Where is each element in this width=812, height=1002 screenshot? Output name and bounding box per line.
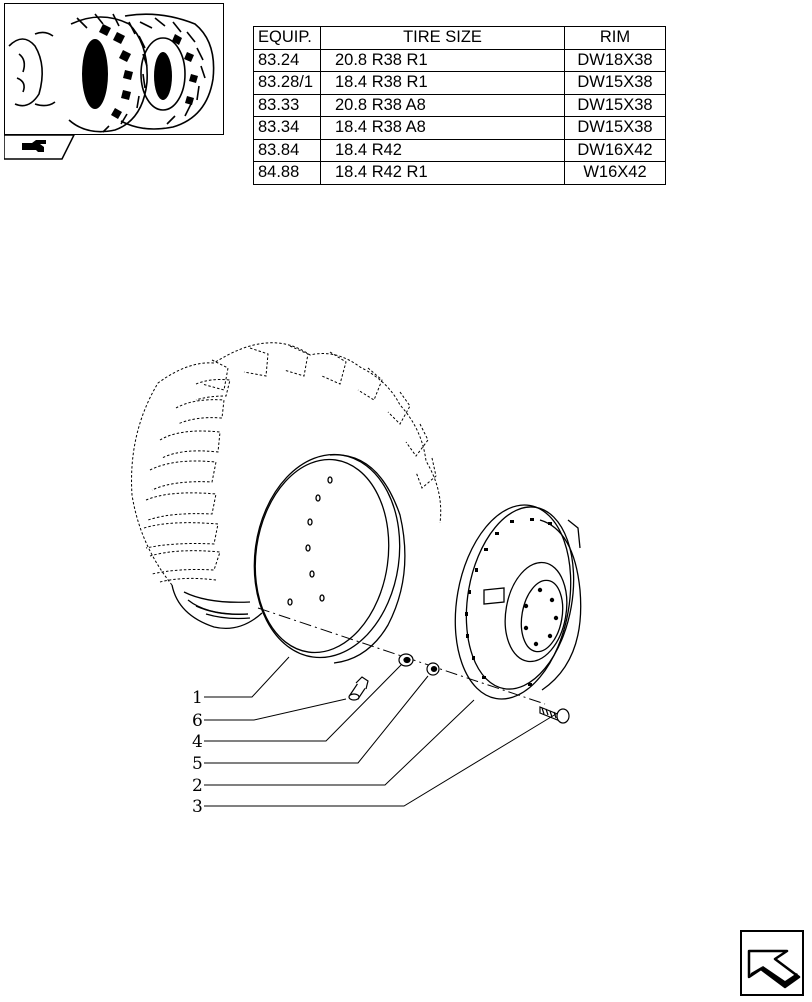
table-row: 84.88 18.4 R42 R1 W16X42 bbox=[253, 161, 666, 185]
view-tab[interactable] bbox=[3, 134, 76, 160]
wheel-disc bbox=[454, 504, 582, 700]
callout-5: 5 bbox=[192, 754, 203, 774]
cell-tire-size: 18.4 R38 A8 bbox=[320, 116, 565, 140]
cell-tire-size: 18.4 R42 R1 bbox=[320, 161, 565, 185]
tire-outline bbox=[131, 342, 442, 586]
table-row: 83.24 20.8 R38 R1 DW18X38 bbox=[253, 48, 666, 72]
assembly-axis-line bbox=[257, 607, 546, 705]
table-header-row: EQUIP. TIRE SIZE RIM bbox=[253, 26, 666, 50]
cell-equip: 83.84 bbox=[253, 138, 321, 162]
callout-6: 6 bbox=[192, 711, 203, 731]
cell-rim: DW15X38 bbox=[564, 71, 666, 95]
callout-leaders bbox=[204, 656, 557, 807]
cell-rim: DW18X38 bbox=[564, 48, 666, 72]
cell-equip: 83.33 bbox=[253, 93, 321, 117]
tire-thumbnail bbox=[4, 3, 224, 135]
cell-equip: 83.28/1 bbox=[253, 71, 321, 95]
cell-equip: 84.88 bbox=[253, 161, 321, 185]
callout-3: 3 bbox=[192, 797, 203, 817]
washer-4 bbox=[398, 653, 414, 667]
hand-pointer-icon bbox=[3, 134, 76, 160]
next-page-button[interactable] bbox=[739, 929, 805, 997]
next-page-arrow-icon bbox=[740, 930, 804, 996]
callout-2: 2 bbox=[192, 776, 203, 796]
callout-4: 4 bbox=[192, 732, 203, 752]
rim bbox=[171, 453, 406, 664]
header-equip: EQUIP. bbox=[253, 26, 321, 50]
table-row: 83.34 18.4 R38 A8 DW15X38 bbox=[253, 116, 666, 140]
cell-rim: DW15X38 bbox=[564, 116, 666, 140]
callout-1: 1 bbox=[192, 688, 203, 708]
cell-tire-size: 20.8 R38 R1 bbox=[320, 48, 565, 72]
table-row: 83.84 18.4 R42 DW16X42 bbox=[253, 138, 666, 162]
cell-equip: 83.24 bbox=[253, 48, 321, 72]
bolt-3 bbox=[539, 706, 570, 724]
washer-5 bbox=[426, 662, 440, 676]
cell-rim: DW16X42 bbox=[564, 138, 666, 162]
tire-thumbnail-icon bbox=[8, 13, 215, 133]
tire-spec-table: EQUIP. TIRE SIZE RIM 83.24 20.8 R38 R1 D… bbox=[253, 26, 666, 185]
cell-tire-size: 18.4 R42 bbox=[320, 138, 565, 162]
valve-6 bbox=[348, 676, 369, 701]
header-rim: RIM bbox=[564, 26, 666, 50]
cell-rim: W16X42 bbox=[564, 161, 666, 185]
callout-labels: 1 6 4 5 2 3 bbox=[192, 688, 203, 817]
